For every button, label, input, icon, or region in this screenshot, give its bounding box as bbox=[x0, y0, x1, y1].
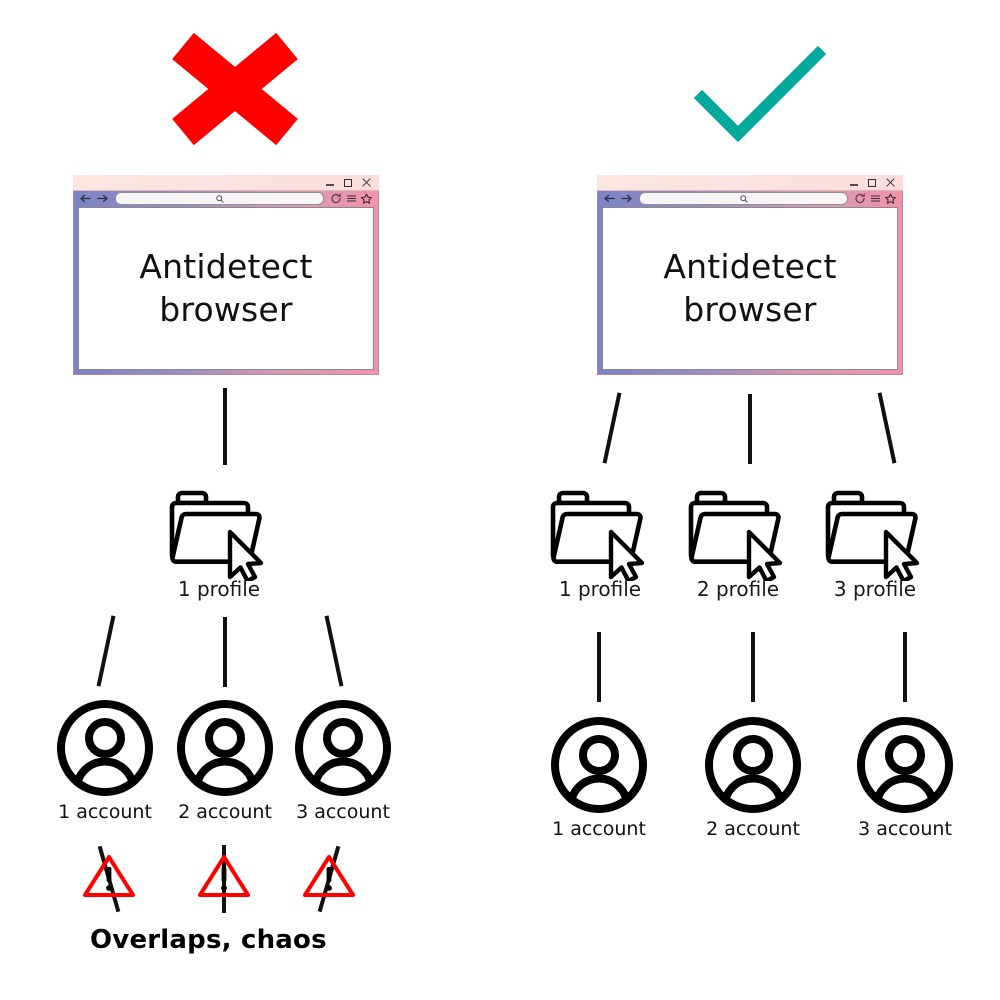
connector-profile-to-account-3 bbox=[324, 615, 344, 687]
search-input[interactable] bbox=[115, 192, 324, 205]
search-input[interactable] bbox=[639, 192, 848, 205]
account-label: 2 account bbox=[178, 801, 272, 823]
profile-folder-3[interactable]: 3 profile bbox=[820, 473, 930, 601]
user-circle-icon bbox=[57, 700, 153, 796]
account-item-2[interactable]: 2 account bbox=[693, 715, 813, 840]
browser-viewport: Antidetect browser bbox=[78, 207, 374, 370]
user-circle-icon bbox=[857, 717, 953, 813]
connector-profile-to-account-2 bbox=[751, 632, 755, 702]
connector-browser-to-profile bbox=[223, 388, 227, 465]
connector-profile-to-account-2 bbox=[223, 617, 227, 687]
minimize-icon[interactable] bbox=[850, 179, 858, 187]
folder-cursor-icon bbox=[169, 490, 264, 581]
user-circle-icon bbox=[295, 700, 391, 796]
folder-cursor-icon bbox=[550, 490, 645, 581]
maximize-icon[interactable] bbox=[344, 178, 352, 187]
reload-icon[interactable] bbox=[853, 192, 868, 205]
chaos-footer-text: Overlaps, chaos bbox=[90, 925, 327, 955]
connector-profile-to-account-1 bbox=[96, 615, 116, 687]
account-item-1[interactable]: 1 account bbox=[45, 698, 165, 823]
connector-browser-to-profile-2 bbox=[748, 394, 752, 464]
user-circle-icon bbox=[551, 717, 647, 813]
close-icon[interactable] bbox=[886, 178, 895, 187]
profile-label: 1 profile bbox=[177, 577, 261, 601]
menu-icon[interactable] bbox=[344, 192, 359, 205]
browser-titlebar bbox=[73, 175, 379, 191]
left-panel-incorrect: Antidetect browser 1 profile bbox=[0, 0, 500, 1000]
cross-icon bbox=[155, 28, 315, 148]
browser-toolbar bbox=[597, 190, 903, 207]
back-arrow-icon[interactable] bbox=[78, 192, 94, 205]
connector-browser-to-profile-3 bbox=[877, 392, 897, 464]
browser-titlebar bbox=[597, 175, 903, 191]
menu-icon[interactable] bbox=[868, 192, 883, 205]
account-item-1[interactable]: 1 account bbox=[539, 715, 659, 840]
warning-item-2 bbox=[198, 853, 250, 899]
minimize-icon[interactable] bbox=[326, 179, 334, 187]
back-arrow-icon[interactable] bbox=[602, 192, 618, 205]
maximize-icon[interactable] bbox=[868, 178, 876, 187]
profile-folder-1[interactable]: 1 profile bbox=[545, 473, 655, 601]
browser-window[interactable]: Antidetect browser bbox=[73, 175, 379, 375]
connector-browser-to-profile-1 bbox=[602, 392, 622, 464]
account-item-3[interactable]: 3 account bbox=[283, 698, 403, 823]
browser-viewport: Antidetect browser bbox=[602, 207, 898, 370]
search-icon bbox=[215, 194, 224, 203]
profile-folder-2[interactable]: 2 profile bbox=[683, 473, 793, 601]
account-label: 3 account bbox=[858, 818, 952, 840]
browser-content-line1: Antidetect bbox=[663, 247, 837, 287]
close-icon[interactable] bbox=[362, 178, 371, 187]
browser-content-line2: browser bbox=[683, 289, 817, 329]
star-icon[interactable] bbox=[359, 192, 374, 205]
forward-arrow-icon[interactable] bbox=[618, 192, 634, 205]
warning-triangle-icon bbox=[83, 855, 135, 897]
browser-content-text: Antidetect browser bbox=[663, 246, 836, 330]
profile-label: 1 profile bbox=[558, 577, 642, 601]
account-item-2[interactable]: 2 account bbox=[165, 698, 285, 823]
connector-profile-to-account-3 bbox=[903, 632, 907, 702]
profile-label: 2 profile bbox=[696, 577, 780, 601]
warning-item-3 bbox=[303, 853, 355, 899]
browser-window[interactable]: Antidetect browser bbox=[597, 175, 903, 375]
warning-triangle-icon bbox=[198, 855, 250, 897]
account-label: 3 account bbox=[296, 801, 390, 823]
account-label: 1 account bbox=[552, 818, 646, 840]
warning-triangle-icon bbox=[303, 855, 355, 897]
user-circle-icon bbox=[177, 700, 273, 796]
forward-arrow-icon[interactable] bbox=[94, 192, 110, 205]
account-item-3[interactable]: 3 account bbox=[845, 715, 965, 840]
right-panel-correct: Antidetect browser 1 profile bbox=[500, 0, 1000, 1000]
profile-folder-1[interactable]: 1 profile bbox=[164, 473, 274, 601]
search-icon bbox=[739, 194, 748, 203]
browser-toolbar bbox=[73, 190, 379, 207]
user-circle-icon bbox=[705, 717, 801, 813]
account-label: 2 account bbox=[706, 818, 800, 840]
warning-item-1 bbox=[83, 853, 135, 899]
profile-label: 3 profile bbox=[833, 577, 917, 601]
folder-cursor-icon bbox=[688, 490, 783, 581]
browser-content-line2: browser bbox=[159, 289, 293, 329]
browser-content-line1: Antidetect bbox=[139, 247, 313, 287]
browser-content-text: Antidetect browser bbox=[139, 246, 312, 330]
reload-icon[interactable] bbox=[329, 192, 344, 205]
folder-cursor-icon bbox=[825, 490, 920, 581]
check-icon bbox=[678, 28, 838, 148]
connector-profile-to-account-1 bbox=[597, 632, 601, 702]
star-icon[interactable] bbox=[883, 192, 898, 205]
account-label: 1 account bbox=[58, 801, 152, 823]
